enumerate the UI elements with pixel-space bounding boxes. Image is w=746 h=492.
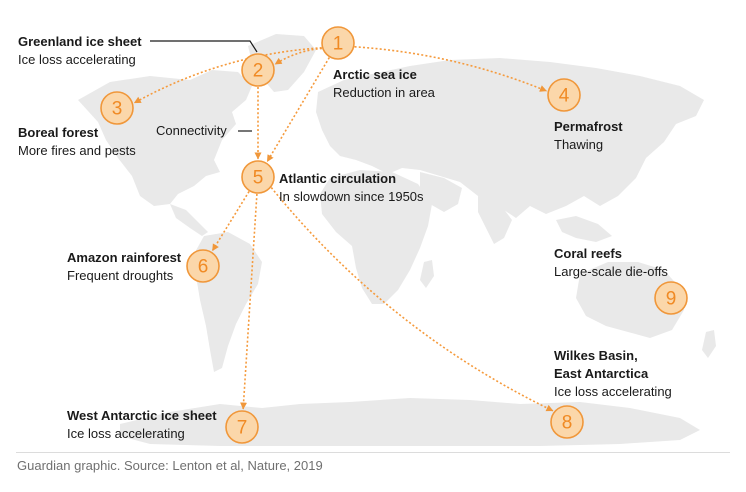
node-5-number: 5 [253,168,264,189]
node-4-number: 4 [559,86,570,107]
boreal-sub: More fires and pests [18,143,136,158]
label-wilkes: Wilkes Basin, East Antarctica Ice loss a… [554,347,672,401]
amazon-sub: Frequent droughts [67,268,174,283]
node-7: 7 [225,410,259,444]
node-1-number: 1 [333,34,344,55]
land-antarctica [120,398,700,446]
label-coral: Coral reefs Large-scale die-offs [554,245,668,281]
wilkes-title-2: East Antarctica [554,366,649,381]
arrow-1-to-3 [133,46,322,104]
label-west-antarctic: West Antarctic ice sheet Ice loss accele… [67,407,217,443]
arrow-5-to-8 [270,187,554,412]
connectivity-label: Connectivity [156,123,227,138]
footer-divider [16,452,730,453]
node-3: 3 [100,91,134,125]
amazon-title: Amazon rainforest [67,250,182,265]
land-central-america [170,204,208,236]
land-se-asia [556,216,612,242]
land-madagascar [420,260,434,288]
node-5-circle [241,160,275,194]
land-eurasia [316,58,704,218]
node-9-circle [654,281,688,315]
land-australia [576,262,684,338]
node-7-circle [225,410,259,444]
coral-sub: Large-scale die-offs [554,264,668,279]
label-greenland: Greenland ice sheet Ice loss acceleratin… [18,33,142,69]
wilkes-sub: Ice loss accelerating [554,384,672,399]
node-5: 5 [241,160,275,194]
greenland-sub: Ice loss accelerating [18,52,136,67]
atlantic-title: Atlantic circulation [279,171,397,186]
node-7-number: 7 [237,418,248,439]
connections [133,46,554,412]
node-2: 2 [241,53,275,87]
label-arctic: Arctic sea ice Reduction in area [333,66,435,102]
arrow-5-to-7 [240,193,258,410]
node-8: 8 [550,405,584,439]
node-2-circle [241,53,275,87]
source-credit: Guardian graphic. Source: Lenton et al, … [17,458,323,473]
node-6: 6 [186,249,220,283]
node-2-number: 2 [253,61,264,82]
arctic-title: Arctic sea ice [333,67,417,82]
label-amazon: Amazon rainforest Frequent droughts [67,249,181,285]
node-1: 1 [321,26,355,60]
arrow-1-to-4 [354,46,547,92]
land-masses [78,34,716,446]
node-3-number: 3 [112,99,123,120]
west-antarctic-title: West Antarctic ice sheet [67,408,217,423]
boreal-title: Boreal forest [18,125,99,140]
node-4-circle [547,78,581,112]
node-1-circle [321,26,355,60]
node-6-circle [186,249,220,283]
node-9-number: 9 [666,289,677,310]
arrow-1-to-5 [266,57,330,162]
node-4: 4 [547,78,581,112]
node-6-number: 6 [198,257,209,278]
coral-title: Coral reefs [554,246,622,261]
tipping-point-nodes: 1 2 3 4 5 6 7 8 9 [100,26,688,444]
greenland-leader-line [150,40,258,53]
node-8-number: 8 [562,413,573,434]
wilkes-title-1: Wilkes Basin, [554,348,638,363]
greenland-title: Greenland ice sheet [18,34,142,49]
permafrost-sub: Thawing [554,137,604,152]
node-8-circle [550,405,584,439]
atlantic-sub: In slowdown since 1950s [279,189,424,204]
land-new-zealand [702,330,716,358]
arrow-5-to-6 [211,191,250,252]
land-india [478,196,512,244]
arctic-sub: Reduction in area [333,85,435,100]
land-africa [320,170,432,304]
node-3-circle [100,91,134,125]
west-antarctic-sub: Ice loss accelerating [67,426,185,441]
label-permafrost: Permafrost Thawing [554,118,623,154]
label-atlantic: Atlantic circulation In slowdown since 1… [279,170,424,206]
permafrost-title: Permafrost [554,119,623,134]
node-9: 9 [654,281,688,315]
label-boreal: Boreal forest More fires and pests [18,124,136,160]
